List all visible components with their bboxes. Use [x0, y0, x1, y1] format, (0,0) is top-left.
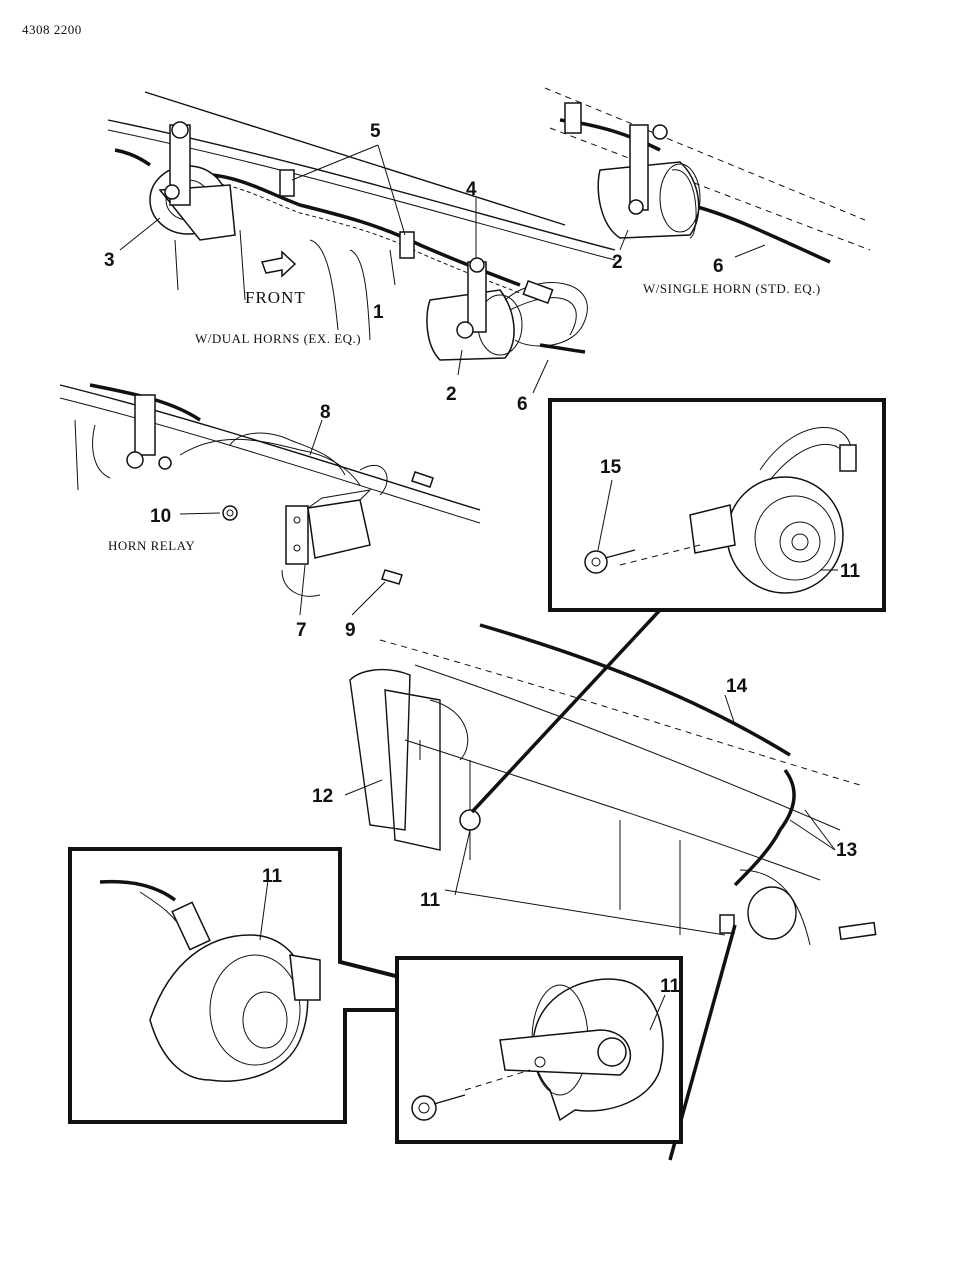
inset-horn-lower-left [149, 934, 309, 1082]
callout-1: 1 [373, 302, 384, 323]
callout-5: 5 [370, 121, 381, 142]
callout-7: 7 [296, 620, 307, 641]
callout-12: 12 [312, 786, 333, 807]
callout-2-single: 2 [612, 252, 623, 273]
callout-8: 8 [320, 402, 331, 423]
callout-10: 10 [150, 506, 171, 527]
vehicle-front-view [344, 608, 877, 1161]
harness-clip-a [279, 169, 295, 197]
horn-relay-view [59, 383, 481, 616]
callout-11-lower-right: 11 [660, 976, 681, 997]
doc-code: 4308 2200 [22, 22, 82, 37]
callout-3: 3 [104, 250, 115, 271]
front-label: FRONT [245, 288, 306, 307]
relay-bracket [285, 505, 309, 565]
horn-location-left [459, 809, 481, 831]
callout-13: 13 [836, 840, 857, 861]
callout-4: 4 [466, 179, 477, 200]
callout-15: 15 [600, 457, 622, 478]
callout-6-dual: 6 [517, 394, 528, 415]
nut-10 [222, 505, 238, 521]
callout-6-single: 6 [713, 256, 724, 277]
caption-single-horn: W/SINGLE HORN (STD. EQ.) [643, 281, 821, 296]
caption-horn-relay: HORN RELAY [108, 538, 195, 553]
callout-11-upper: 11 [840, 561, 861, 582]
harness-clip-b [399, 231, 415, 259]
callout-2-dual: 2 [446, 384, 457, 405]
callout-11-lower-left: 11 [262, 866, 283, 887]
callout-11-centre: 11 [420, 890, 441, 911]
callout-14: 14 [726, 676, 748, 697]
horn-relay [307, 499, 371, 559]
inset-box-upper [548, 398, 886, 612]
inset-horn-upper [726, 476, 844, 594]
inset-box-lower-left [68, 847, 531, 1124]
inset-box-lower-right [395, 956, 683, 1144]
single-horn-view [544, 87, 871, 264]
dual-horns-view [107, 91, 616, 394]
caption-dual-horns: W/DUAL HORNS (EX. EQ.) [195, 331, 361, 346]
callout-9: 9 [345, 620, 356, 641]
front-arrow-icon [260, 250, 297, 278]
